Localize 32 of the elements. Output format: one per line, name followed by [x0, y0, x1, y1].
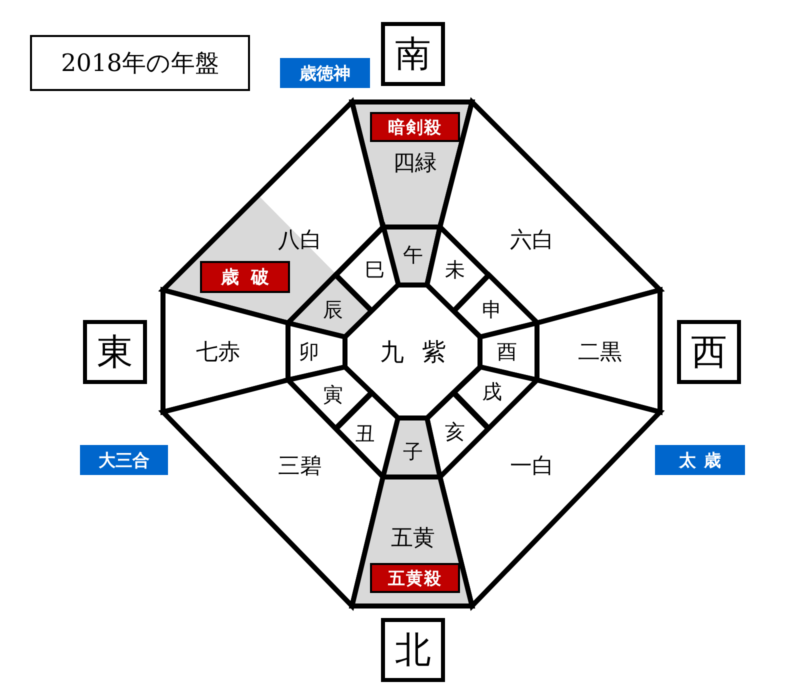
- star-label: 四緑: [393, 150, 437, 178]
- zodiac-label: 巳: [365, 256, 385, 284]
- zodiac-label: 戌: [482, 378, 502, 406]
- direction-box: 北: [381, 618, 445, 682]
- title-box: 2018年の年盤: [30, 35, 250, 91]
- star-label: 七赤: [196, 339, 240, 367]
- direction-box: 南: [381, 22, 445, 86]
- star-label: 三碧: [278, 453, 322, 481]
- warning-tag: 歳破: [200, 261, 290, 293]
- zodiac-label: 未: [445, 256, 465, 284]
- star-label: 五黄: [391, 525, 435, 553]
- deity-tag: 太歳: [655, 445, 745, 475]
- center-label: 九紫: [379, 337, 464, 368]
- zodiac-label: 丑: [355, 420, 375, 448]
- direction-box: 東: [83, 320, 147, 384]
- zodiac-label: 酉: [497, 338, 517, 366]
- star-label: 一白: [510, 453, 554, 481]
- direction-box: 西: [677, 320, 741, 384]
- zodiac-label: 辰: [323, 296, 343, 324]
- star-label: 二黒: [578, 339, 622, 367]
- warning-tag: 五黄殺: [370, 563, 460, 593]
- zodiac-label: 子: [403, 438, 423, 466]
- warning-tag: 暗剣殺: [370, 112, 460, 142]
- star-label: 六白: [510, 227, 554, 255]
- zodiac-label: 卯: [299, 338, 319, 366]
- zodiac-label: 寅: [323, 382, 343, 408]
- zodiac-label: 申: [482, 296, 502, 324]
- star-label: 八白: [278, 227, 322, 255]
- deity-tag: 大三合: [80, 445, 168, 475]
- zodiac-label: 亥: [445, 418, 465, 446]
- deity-tag: 歳徳神: [280, 58, 370, 88]
- zodiac-label: 午: [403, 242, 423, 268]
